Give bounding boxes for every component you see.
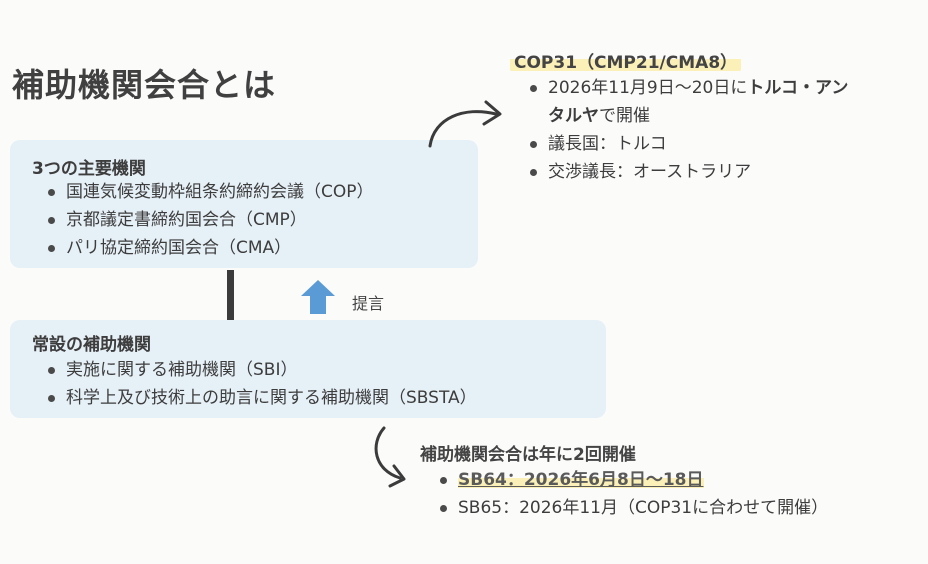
- cop31-president-item: 議長国：トルコ: [526, 130, 848, 158]
- curved-arrow-down-icon: [374, 426, 406, 488]
- connector-line: [227, 270, 234, 320]
- up-arrow-icon: [301, 280, 335, 314]
- list-item: 実施に関する補助機関（SBI）: [44, 356, 477, 384]
- proposal-label: 提言: [352, 294, 385, 313]
- cop31-date-item: 2026年11月9日～20日にトルコ・アン タルヤで開催: [526, 74, 848, 130]
- sb65-item: SB65：2026年11月（COP31に合わせて開催）: [436, 494, 828, 522]
- sb-meetings-heading: 補助機関会合は年に2回開催: [420, 445, 636, 465]
- subsidiary-bodies-heading: 常設の補助機関: [32, 335, 151, 355]
- subsidiary-bodies-list: 実施に関する補助機関（SBI） 科学上及び技術上の助言に関する補助機関（SBST…: [44, 356, 477, 412]
- sb64-text: SB64：2026年6月8日～18日: [458, 470, 704, 490]
- curved-arrow-icon: [428, 100, 502, 148]
- main-bodies-list: 国連気候変動枠組条約締約会議（COP） 京都議定書締約国会合（CMP） パリ協定…: [44, 178, 374, 262]
- page-title: 補助機関会合とは: [12, 66, 277, 104]
- cop31-place-2: タルヤ: [548, 106, 599, 126]
- list-item: 国連気候変動枠組条約締約会議（COP）: [44, 178, 374, 206]
- cop31-chair-item: 交渉議長：オーストラリア: [526, 158, 848, 186]
- list-item: パリ協定締約国会合（CMA）: [44, 234, 374, 262]
- list-item: 京都議定書締約国会合（CMP）: [44, 206, 374, 234]
- cop31-date-suffix: で開催: [599, 106, 650, 126]
- cop31-list: 2026年11月9日～20日にトルコ・アン タルヤで開催 議長国：トルコ 交渉議…: [526, 74, 848, 186]
- cop31-title: COP31（CMP21/CMA8）: [510, 48, 742, 73]
- main-bodies-heading: 3つの主要機関: [32, 159, 146, 179]
- sb64-item: SB64：2026年6月8日～18日: [436, 466, 828, 494]
- list-item: 科学上及び技術上の助言に関する補助機関（SBSTA）: [44, 384, 477, 412]
- cop31-date-prefix: 2026年11月9日～20日に: [548, 78, 748, 98]
- main-bodies-panel: 3つの主要機関 国連気候変動枠組条約締約会議（COP） 京都議定書締約国会合（C…: [10, 140, 478, 268]
- cop31-place: トルコ・アン: [747, 78, 849, 98]
- subsidiary-bodies-panel: 常設の補助機関 実施に関する補助機関（SBI） 科学上及び技術上の助言に関する補…: [10, 320, 606, 418]
- sb-meetings-list: SB64：2026年6月8日～18日 SB65：2026年11月（COP31に合…: [436, 466, 828, 522]
